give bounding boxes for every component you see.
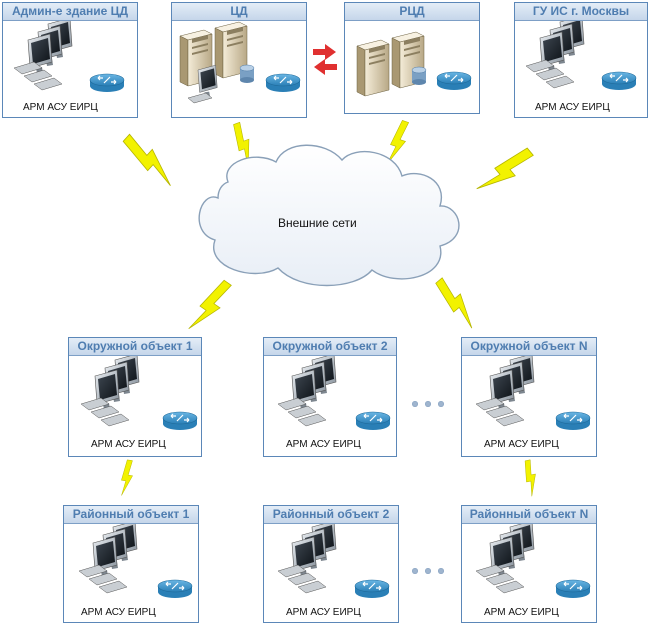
node-art-cd bbox=[179, 21, 301, 104]
node-ray2[interactable]: Районный объект 2 АРМ АСУ ЕИРЦ bbox=[263, 505, 399, 623]
node-title: Окружной объект N bbox=[462, 338, 596, 356]
node-label: АРМ АСУ ЕИРЦ bbox=[23, 102, 98, 113]
node-okr1[interactable]: Окружной объект 1 АРМ АСУ ЕИРЦ bbox=[68, 337, 202, 457]
node-label: АРМ АСУ ЕИРЦ bbox=[535, 102, 610, 113]
ellipsis-icon bbox=[412, 561, 456, 574]
node-label: АРМ АСУ ЕИРЦ bbox=[286, 439, 361, 450]
node-label: АРМ АСУ ЕИРЦ bbox=[286, 607, 361, 618]
node-title: Районный объект N bbox=[462, 506, 596, 524]
cloud-label: Внешние сети bbox=[278, 216, 357, 230]
node-label: АРМ АСУ ЕИРЦ bbox=[484, 607, 559, 618]
node-label: АРМ АСУ ЕИРЦ bbox=[484, 439, 559, 450]
node-okrN[interactable]: Окружной объект N АРМ АСУ ЕИРЦ bbox=[461, 337, 597, 457]
node-ray1[interactable]: Районный объект 1 АРМ АСУ ЕИРЦ bbox=[63, 505, 199, 623]
node-label: АРМ АСУ ЕИРЦ bbox=[91, 439, 166, 450]
node-rayN[interactable]: Районный объект N АРМ АСУ ЕИРЦ bbox=[461, 505, 597, 623]
node-title: Админ-е здание ЦД bbox=[3, 3, 137, 21]
replication-arrows-icon bbox=[313, 44, 337, 75]
node-title: Районный объект 1 bbox=[64, 506, 198, 524]
node-title: ГУ ИС г. Москвы bbox=[515, 3, 647, 21]
ellipsis-icon bbox=[412, 394, 456, 407]
node-okr2[interactable]: Окружной объект 2 АРМ АСУ ЕИРЦ bbox=[263, 337, 397, 457]
node-admin[interactable]: Админ-е здание ЦД АРМ АСУ ЕИРЦ bbox=[2, 2, 138, 118]
node-rcd[interactable]: РЦД bbox=[344, 2, 480, 114]
node-title: Окружной объект 1 bbox=[69, 338, 201, 356]
node-cd[interactable]: ЦД bbox=[171, 2, 307, 118]
node-title: Окружной объект 2 bbox=[264, 338, 396, 356]
cloud-icon bbox=[198, 144, 460, 287]
node-title: Районный объект 2 bbox=[264, 506, 398, 524]
node-gu[interactable]: ГУ ИС г. Москвы АРМ АСУ ЕИРЦ bbox=[514, 2, 648, 118]
node-title: РЦД bbox=[345, 3, 479, 21]
node-title: ЦД bbox=[172, 3, 306, 21]
node-label: АРМ АСУ ЕИРЦ bbox=[81, 607, 156, 618]
